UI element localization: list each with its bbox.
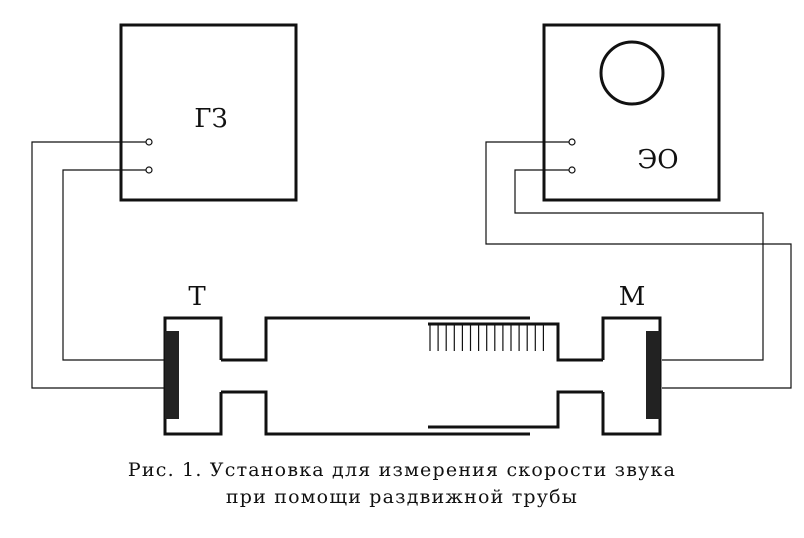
oscilloscope-box [542,23,721,202]
oscilloscope-label: ЭО [637,145,678,175]
telephone-label: Т [188,282,206,312]
oscilloscope-wire-inner [514,169,764,361]
generator-wire-inner [62,169,165,361]
oscilloscope-terminal-top [568,138,576,146]
oscilloscope-wires [485,141,792,389]
generator-terminal-top [145,138,153,146]
figure-caption-line1: Рис. 1. Установка для измерения скорости… [128,459,676,481]
outer-tube-top [221,316,530,362]
generator-box [119,23,298,202]
inner-tube-top [428,322,603,362]
figure-caption-line2: при помощи раздвижной трубы [226,486,578,508]
telephone-membrane [165,331,179,419]
generator-terminal-bottom [145,166,153,174]
generator-label: ГЗ [194,104,227,134]
microphone-membrane [646,331,660,419]
sound-generator: ГЗ [119,23,298,202]
microphone-label: М [619,282,646,312]
telephone [163,316,223,436]
measurement-scale [429,324,545,351]
oscilloscope-wire-outer [485,141,792,389]
inner-tube-bottom [428,390,603,429]
oscilloscope-terminal-bottom [568,166,576,174]
generator-wire-outer [31,141,165,389]
oscilloscope: ЭО [542,23,721,202]
generator-wires [31,141,165,389]
outer-tube-bottom [221,390,530,436]
microphone [601,316,662,436]
oscilloscope-screen [599,40,665,106]
sliding-tube [221,316,603,436]
